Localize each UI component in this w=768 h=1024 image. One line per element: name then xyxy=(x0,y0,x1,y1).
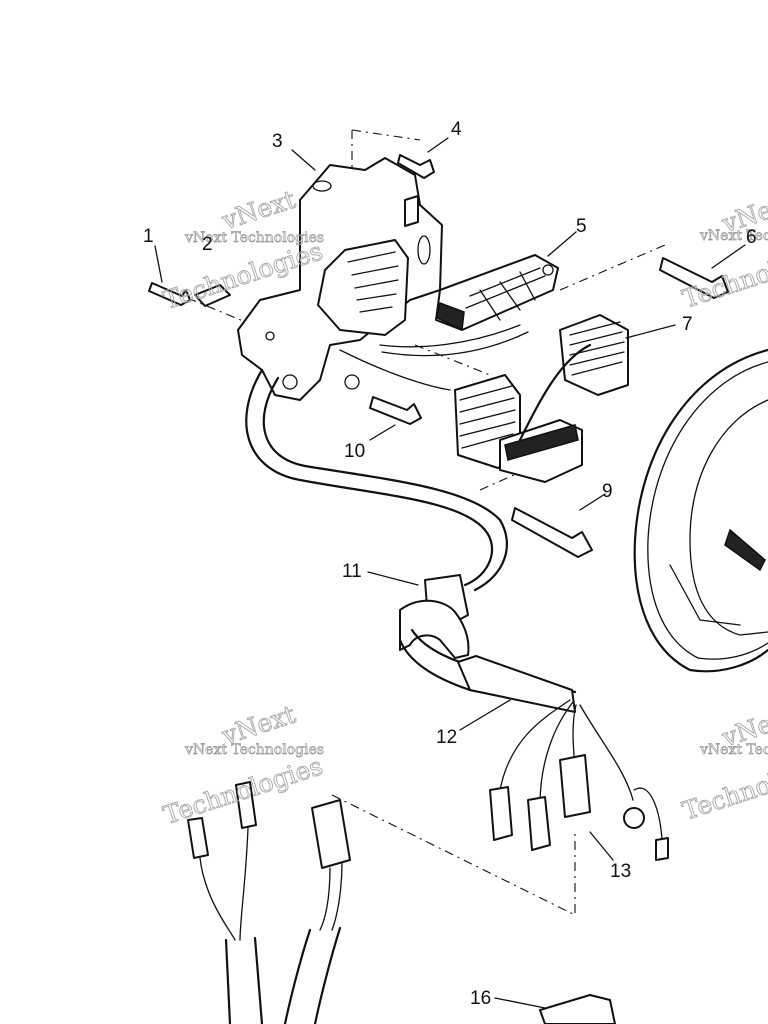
callout-5: 5 xyxy=(576,216,587,237)
watermark-text: vNext xyxy=(218,185,299,236)
lower-connectors xyxy=(187,781,616,1024)
wire-harness xyxy=(245,368,577,713)
flywheel xyxy=(633,348,768,673)
stator-plate xyxy=(237,157,443,401)
watermark-top-right: vNext Technologies vNext Technologies xyxy=(678,187,768,314)
callout-11: 11 xyxy=(342,561,362,582)
callout-3: 3 xyxy=(272,131,283,152)
callout-7: 7 xyxy=(682,314,693,335)
callout-12: 12 xyxy=(436,727,457,748)
harness-connectors xyxy=(489,699,669,861)
watermark-text: vNext Technologies xyxy=(699,742,768,758)
watermark-text: vNext Technologies xyxy=(699,228,768,244)
callout-13: 13 xyxy=(610,861,631,882)
callout-labels: 1 2 3 4 5 6 7 9 10 11 12 13 16 xyxy=(143,119,757,1009)
watermark-text: vNext Technologies xyxy=(184,230,324,246)
watermark-bottom-right: vNext Technologies vNext Technologies xyxy=(678,701,768,826)
callout-4: 4 xyxy=(451,119,462,140)
callout-10: 10 xyxy=(344,441,365,462)
callout-6: 6 xyxy=(746,227,757,248)
ignition-module xyxy=(435,254,559,332)
stator-wires xyxy=(339,324,529,391)
callout-16: 16 xyxy=(470,988,491,1009)
charging-coils xyxy=(454,314,629,483)
screws xyxy=(148,154,729,558)
callout-9: 9 xyxy=(602,481,613,502)
callout-2: 2 xyxy=(202,234,213,255)
watermark-text: Technologies xyxy=(679,747,768,826)
watermark-text: vNext Technologies xyxy=(184,742,324,758)
leader-lines xyxy=(154,137,746,1009)
callout-1: 1 xyxy=(143,226,154,247)
